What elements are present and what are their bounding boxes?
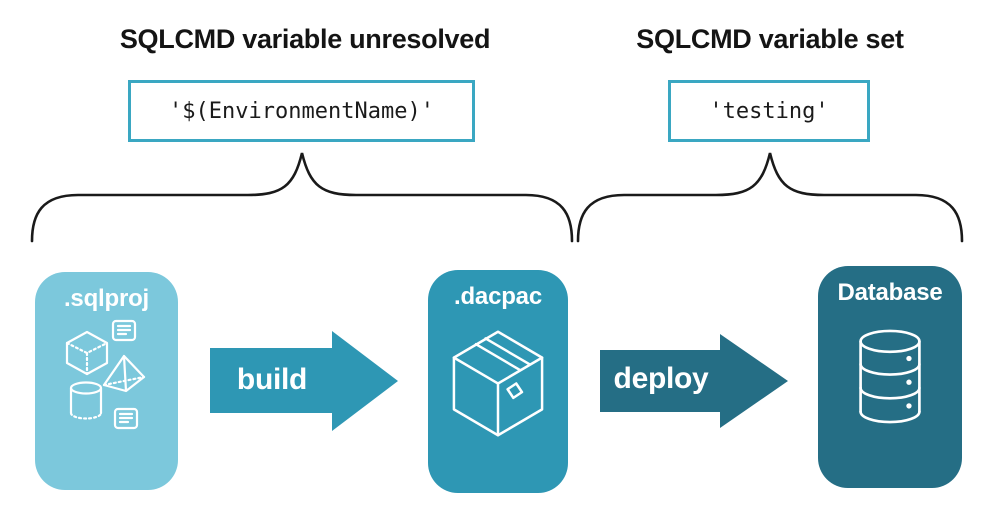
pyramid-icon xyxy=(102,354,146,393)
cylinder-icon xyxy=(69,381,103,420)
node-sqlproj-label: .sqlproj xyxy=(63,285,150,312)
script-scroll-icon xyxy=(111,319,137,342)
resolved-variable-value: 'testing' xyxy=(709,98,829,124)
right-heading: SQLCMD variable set xyxy=(636,24,904,54)
left-heading: SQLCMD variable unresolved xyxy=(119,24,491,54)
right-brace xyxy=(576,152,964,243)
node-dacpac-label: .dacpac xyxy=(454,283,542,310)
resolved-variable-box: 'testing' xyxy=(668,80,870,142)
build-arrow: build xyxy=(210,330,400,432)
build-arrow-shape xyxy=(210,331,398,431)
unresolved-variable-box: '$(EnvironmentName)' xyxy=(128,80,475,142)
node-sqlproj: .sqlproj xyxy=(35,272,178,490)
node-database-label: Database xyxy=(837,279,943,306)
sql-project-objects-icon xyxy=(65,319,146,430)
node-dacpac: .dacpac xyxy=(428,270,568,493)
deploy-arrow-shape xyxy=(600,334,788,428)
package-tape-lines xyxy=(474,337,531,372)
database-dots xyxy=(906,355,912,409)
database-cylinder-icon xyxy=(859,329,921,424)
package-label-square xyxy=(506,382,524,400)
unresolved-variable-value: '$(EnvironmentName)' xyxy=(169,98,434,124)
cube-icon xyxy=(65,330,109,376)
brace-graphics xyxy=(30,152,964,243)
package-box-icon xyxy=(452,330,544,437)
build-arrow-label: build xyxy=(236,363,308,396)
node-database: Database xyxy=(818,266,962,488)
left-brace xyxy=(30,152,574,243)
deploy-arrow: deploy xyxy=(600,333,790,429)
deploy-arrow-label: deploy xyxy=(613,362,709,395)
script-scroll-icon xyxy=(113,407,139,430)
